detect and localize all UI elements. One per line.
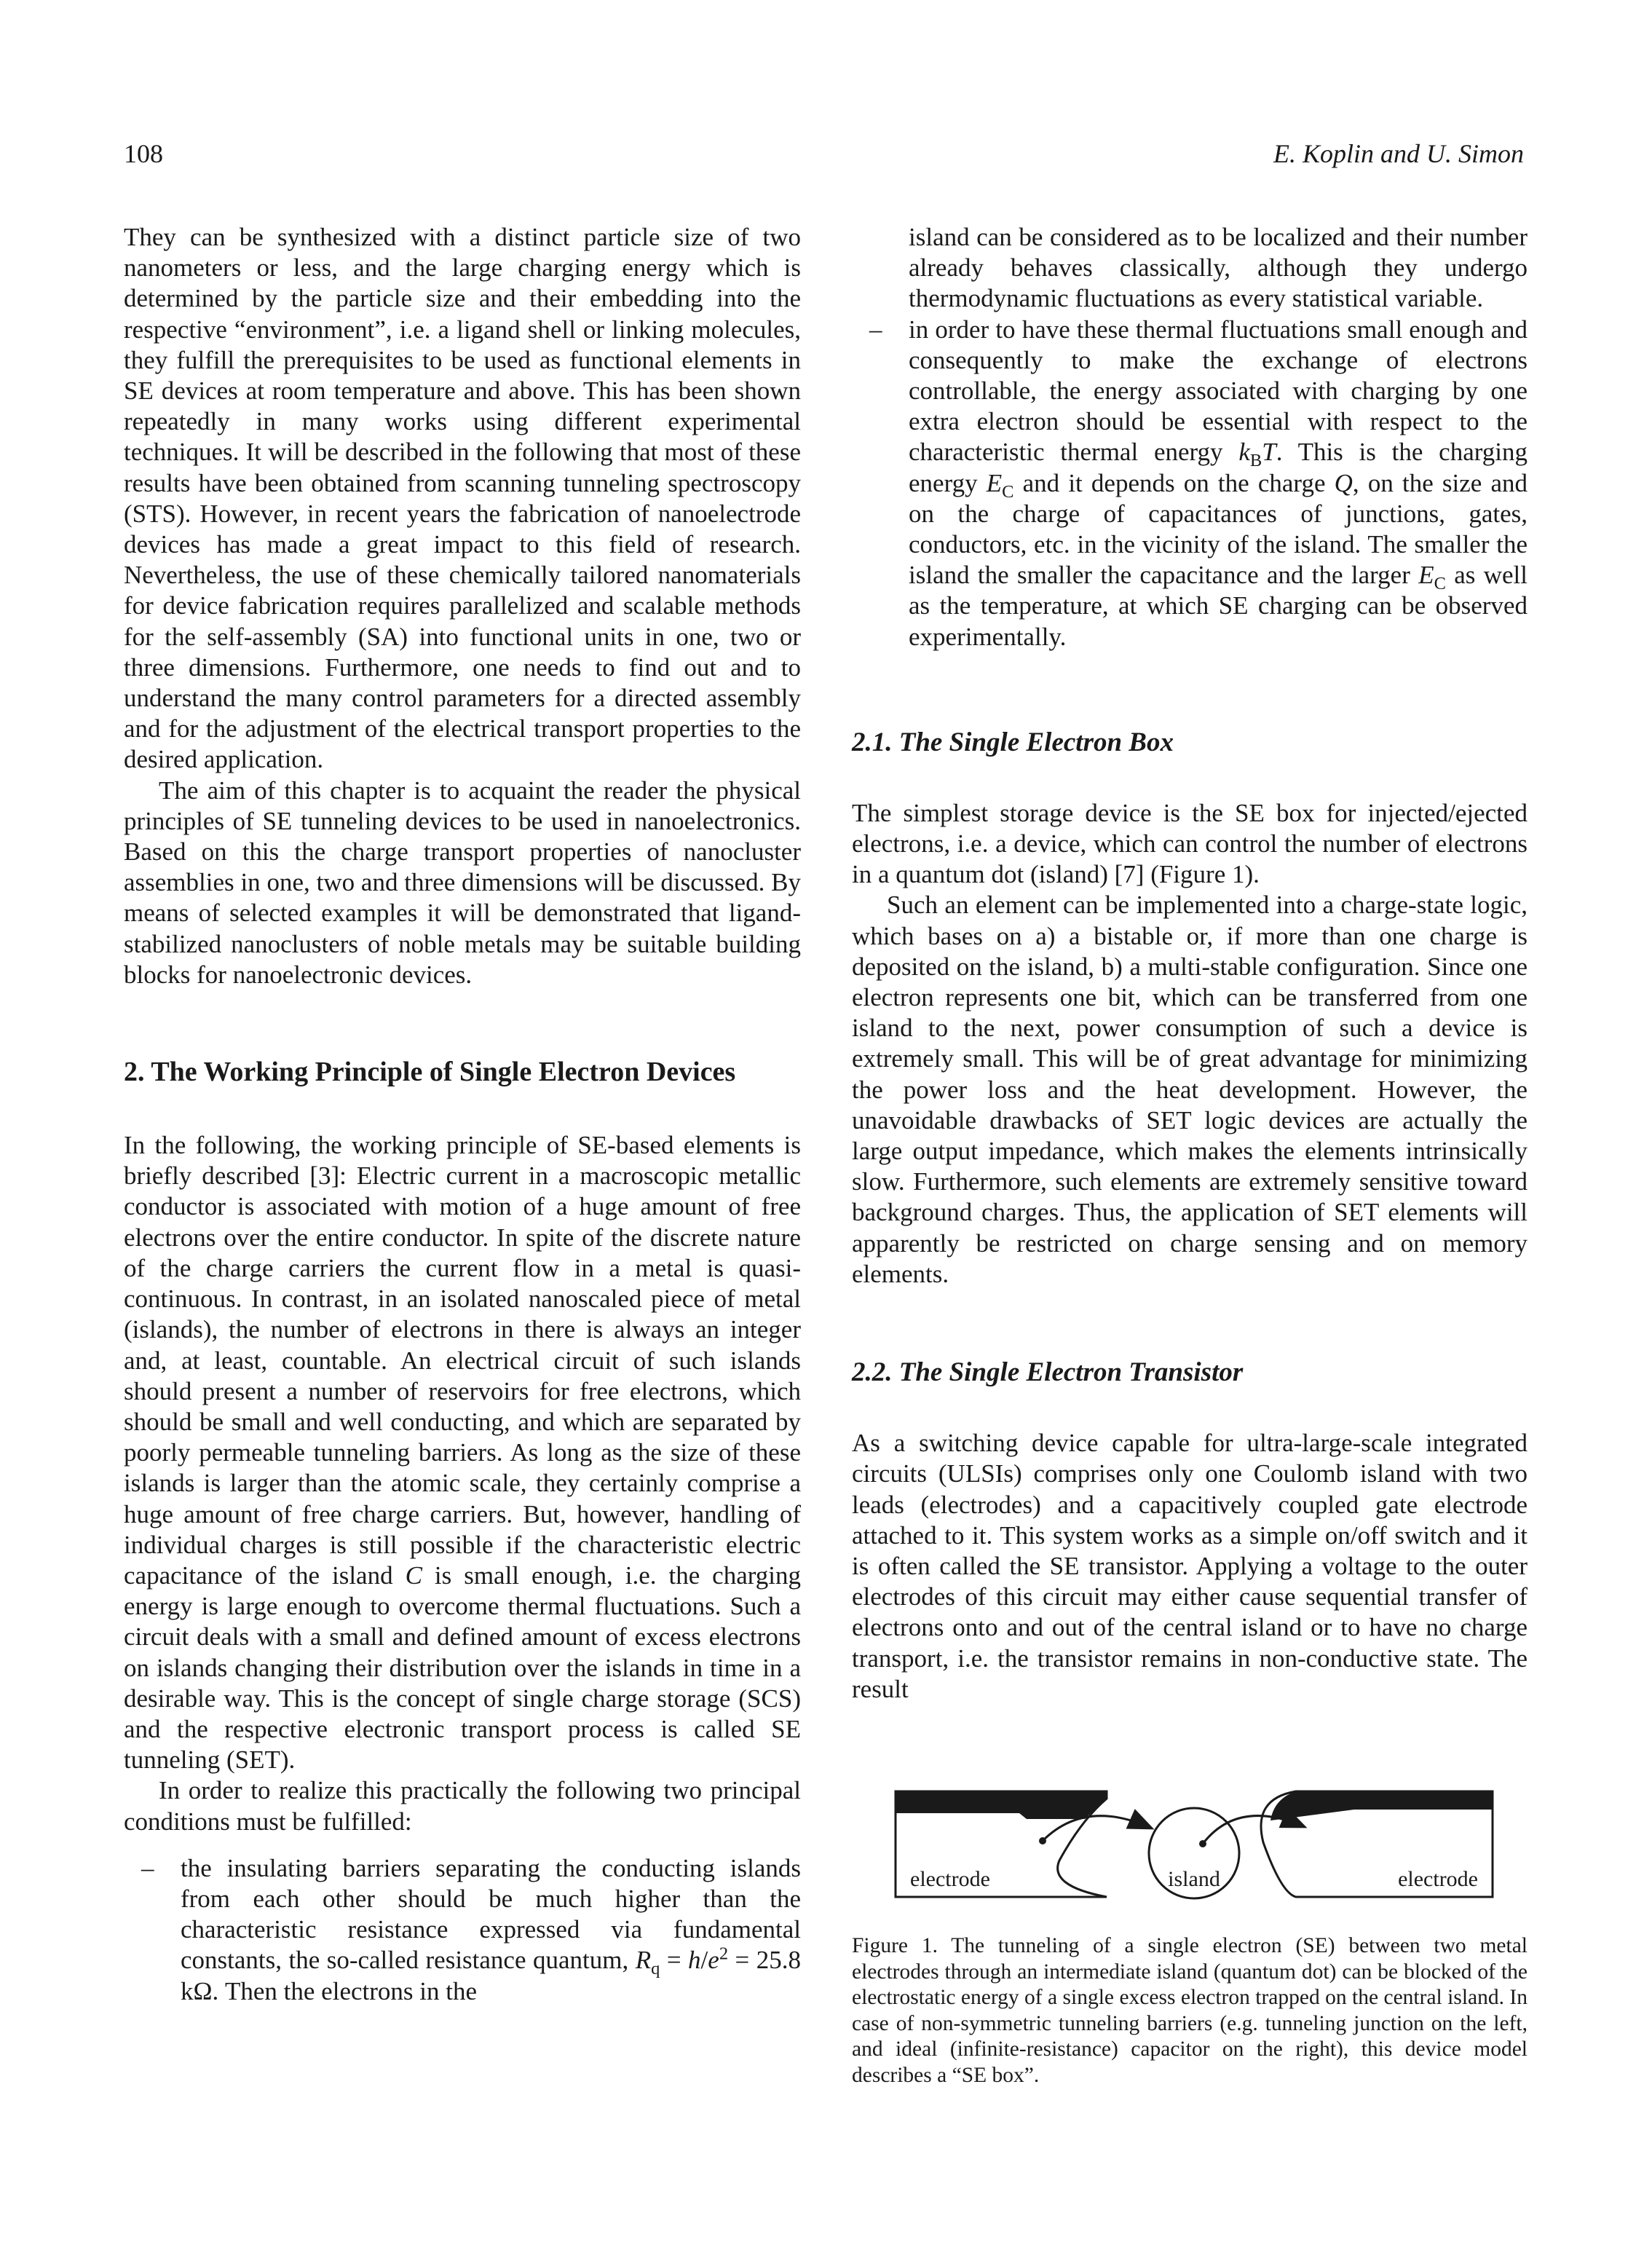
left-electrode xyxy=(894,1790,1108,1898)
right-column: island can be considered as to be locali… xyxy=(852,222,1527,1705)
subsection-heading-single-electron-transistor: 2.2. The Single Electron Transistor xyxy=(852,1357,1244,1388)
list-dash: – xyxy=(141,1853,154,1882)
left-column: They can be synthesized with a distinct … xyxy=(124,222,801,2007)
right-electrode xyxy=(1260,1790,1494,1898)
conditions-list-continued: island can be considered as to be locali… xyxy=(852,222,1527,652)
figure-caption: Figure 1. The tunneling of a single elec… xyxy=(852,1934,1527,2087)
list-item: island can be considered as to be locali… xyxy=(909,223,1527,313)
paragraph-se-transistor: As a switching device capable for ultra-… xyxy=(852,1429,1527,1703)
page-number: 108 xyxy=(124,139,163,168)
paragraph-se-box: The simplest storage device is the SE bo… xyxy=(852,798,1527,889)
label-electrode-left: electrode xyxy=(910,1867,990,1891)
paragraph-chapter-aim: The aim of this chapter is to acquaint t… xyxy=(124,776,801,989)
figure-se-box-diagram: electrode island electrode xyxy=(894,1790,1494,1900)
list-dash: – xyxy=(869,315,882,344)
paragraph-working-principle: In the following, the working principle … xyxy=(124,1131,802,1775)
tunneling-arrow-right xyxy=(1201,1807,1308,1844)
list-item: – the insulating barriers separating the… xyxy=(141,1853,801,2005)
tunneling-arrow-left xyxy=(1041,1809,1155,1842)
section-heading-working-principle: 2. The Working Principle of Single Elect… xyxy=(124,1057,736,1088)
subsection-heading-single-electron-box: 2.1. The Single Electron Box xyxy=(852,727,1174,757)
label-island: island xyxy=(1168,1867,1220,1891)
var-capacitance: C xyxy=(405,1560,422,1590)
label-electrode-right: electrode xyxy=(1398,1867,1478,1891)
list-item: – in order to have these thermal fluctua… xyxy=(869,315,1528,651)
paragraph-conditions: In order to realize this practically the… xyxy=(124,1776,801,1836)
running-head-authors: E. Koplin and U. Simon xyxy=(1273,139,1524,168)
conditions-list: – the insulating barriers separating the… xyxy=(124,1853,801,2007)
paragraph-charge-state-logic: Such an element can be implemented into … xyxy=(852,891,1527,1288)
paragraph-intro: They can be synthesized with a distinct … xyxy=(124,223,801,774)
